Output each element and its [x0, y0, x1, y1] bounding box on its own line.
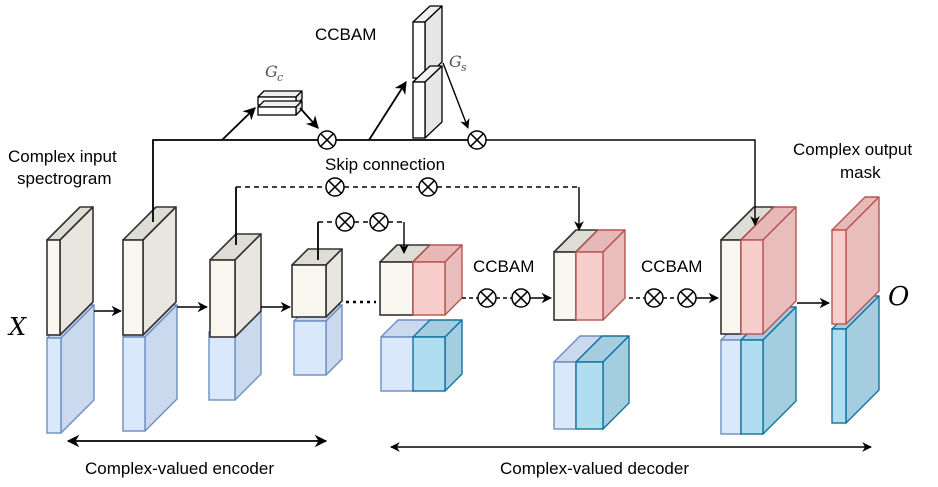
gs-top-box — [412, 5, 443, 79]
input-title-line2: spectrogram — [17, 169, 111, 188]
encoder-label: Complex-valued encoder — [85, 459, 274, 478]
input-title-line1: Complex input — [8, 147, 117, 166]
inner-otimes-2 — [369, 212, 389, 232]
encoder-2-real — [122, 206, 177, 336]
inner-otimes-1 — [335, 212, 355, 232]
dec2-otimes-2 — [677, 288, 697, 308]
output-title-line1: Complex output — [793, 140, 912, 159]
gs-output-arrow — [442, 62, 470, 129]
gc-label: G c — [265, 62, 283, 84]
decoder-1-imag-right — [412, 319, 463, 392]
gc-bottom-box — [257, 100, 303, 116]
top-skip-line-left — [152, 139, 318, 222]
ccbam-mid1-label: CCBAM — [473, 257, 534, 276]
encoder-4-real — [291, 248, 343, 318]
gs-label: G s — [449, 52, 467, 74]
svg-text:s: s — [461, 61, 467, 74]
decoder-2-real-right — [575, 229, 626, 321]
ccbam-mid2-label: CCBAM — [641, 257, 702, 276]
top-skip-line-right — [486, 139, 760, 226]
decoder-3-imag-right — [740, 306, 797, 435]
skip-connection-label: Skip connection — [325, 155, 445, 174]
gc-input-arrow — [221, 107, 256, 141]
encoder-3-real — [209, 233, 262, 338]
encoder-1-real — [46, 206, 94, 336]
decoder-2-imag-right — [575, 335, 630, 430]
gs-bottom-box — [412, 65, 443, 139]
decoder-label: Complex-valued decoder — [500, 459, 689, 478]
dec2-otimes-1 — [644, 288, 664, 308]
encoder-2-imag — [122, 304, 178, 432]
dec1-otimes-2 — [511, 288, 531, 308]
input-symbol-x: X — [7, 313, 27, 341]
dec1-otimes-1 — [477, 288, 497, 308]
ccbam-top-label: CCBAM — [315, 25, 376, 44]
svg-text:G: G — [265, 62, 278, 81]
top-otimes-2 — [467, 130, 487, 150]
output-symbol-o: O — [888, 282, 909, 312]
mid-otimes-1 — [325, 177, 345, 197]
output-real — [831, 196, 880, 325]
gs-input-arrow — [368, 80, 407, 141]
svg-text:G: G — [449, 52, 462, 71]
mid-otimes-2 — [418, 177, 438, 197]
decoder-1-real-right — [412, 244, 463, 316]
decoder-3-real-right — [740, 206, 797, 335]
svg-text:c: c — [277, 71, 283, 84]
output-title-line2: mask — [840, 163, 881, 182]
top-otimes-1 — [317, 130, 337, 150]
gc-output-arrow — [299, 107, 319, 129]
